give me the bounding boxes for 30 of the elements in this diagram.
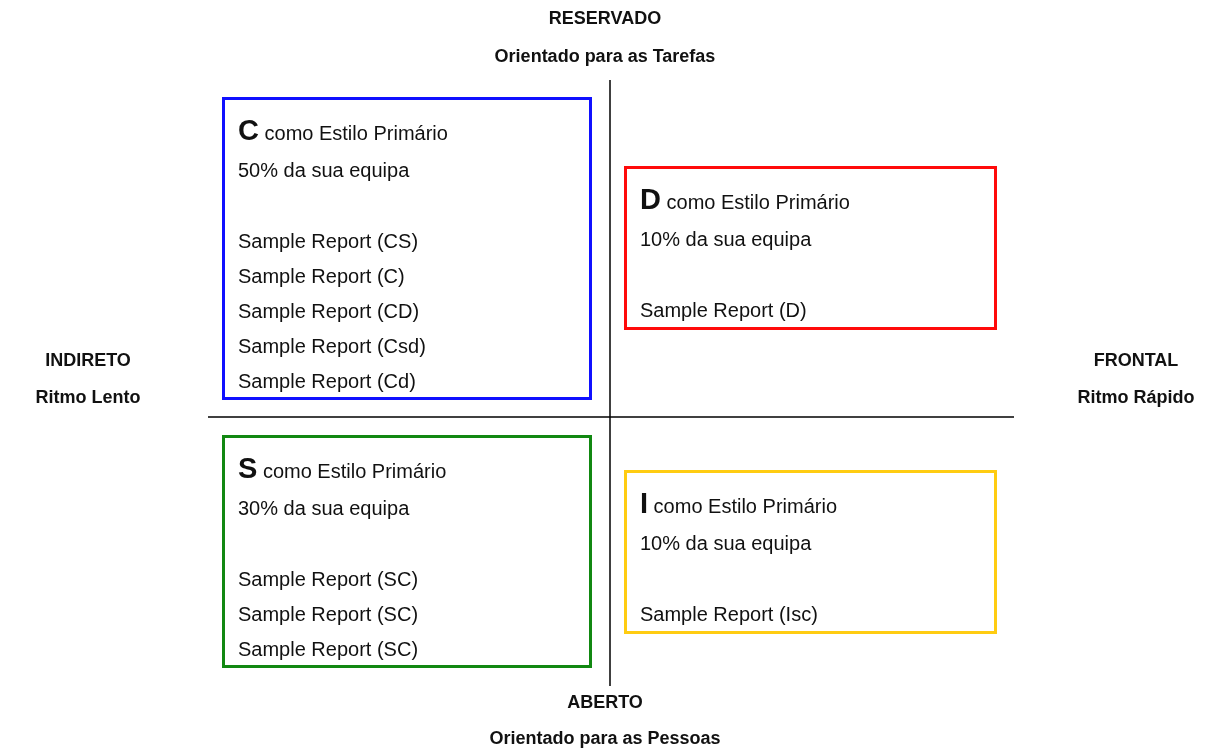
quadrant-box [222, 435, 592, 668]
quadrant-box [222, 97, 592, 400]
report-name: Sample Report (SC) [238, 602, 419, 627]
axis-label: FRONTAL [1093, 350, 1179, 371]
report-name: Sample Report (CS) [238, 229, 419, 254]
axis-label: RESERVADO [548, 8, 662, 29]
report-name: Sample Report (SC) [238, 567, 419, 592]
style-heading: I como Estilo Primário [640, 486, 837, 521]
team-percentage: 30% da sua equipa [238, 496, 410, 521]
team-percentage: 10% da sua equipa [640, 531, 812, 556]
report-name: Sample Report (Isc) [640, 602, 818, 627]
axis-label: INDIRETO [45, 350, 131, 371]
team-percentage: 10% da sua equipa [640, 227, 812, 252]
style-heading: D como Estilo Primário [640, 182, 850, 217]
axis-sublabel: Orientado para as Pessoas [489, 728, 721, 749]
axis-sublabel: Orientado para as Tarefas [494, 46, 716, 67]
quadrant-box [624, 470, 997, 634]
axis-sublabel: Ritmo Rápido [1077, 387, 1195, 408]
report-name: Sample Report (SC) [238, 637, 419, 662]
report-name: Sample Report (CD) [238, 299, 420, 324]
style-heading: S como Estilo Primário [238, 451, 447, 486]
axis-label: ABERTO [567, 692, 643, 713]
quadrant-box [624, 166, 997, 330]
axis-sublabel: Ritmo Lento [35, 387, 141, 408]
report-name: Sample Report (C) [238, 264, 405, 289]
style-heading: C como Estilo Primário [238, 113, 448, 148]
report-name: Sample Report (Cd) [238, 369, 416, 394]
report-name: Sample Report (D) [640, 298, 807, 323]
team-percentage: 50% da sua equipa [238, 158, 410, 183]
report-name: Sample Report (Csd) [238, 334, 426, 359]
